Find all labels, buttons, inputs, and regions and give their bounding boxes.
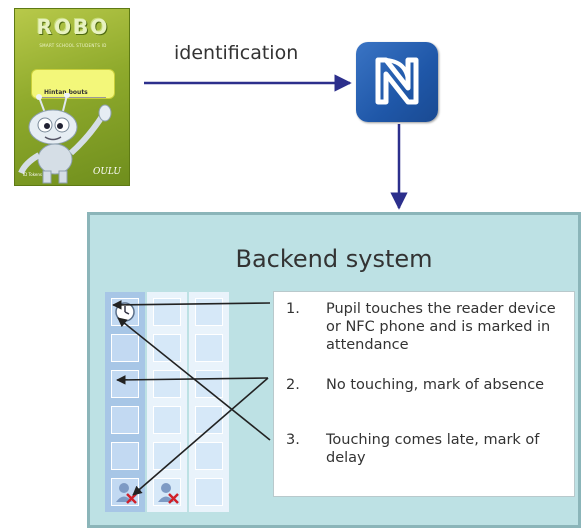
note-number: 2. [286, 377, 300, 393]
robot-mascot-icon [18, 93, 112, 184]
notes-panel: 1. Pupil touches the reader device or NF… [273, 291, 575, 497]
note-number: 3. [286, 432, 300, 448]
grid-cell [195, 334, 223, 362]
absent-user-icon [116, 483, 137, 504]
backend-title: Backend system [235, 245, 433, 273]
grid-cell [195, 298, 223, 326]
grid-cell [195, 370, 223, 398]
grid-cell [111, 406, 139, 434]
card-brand: OULU [92, 167, 121, 177]
grid-cell [153, 334, 181, 362]
card-logo: ROBO [36, 15, 110, 39]
grid-cell [111, 334, 139, 362]
grid-cell [195, 442, 223, 470]
grid-column [189, 292, 229, 512]
attendance-grid [105, 292, 229, 512]
card-subtitle: SMART SCHOOL STUDENTS ID [39, 43, 107, 48]
grid-column [147, 292, 187, 512]
grid-cell [153, 442, 181, 470]
nfc-icon [356, 42, 438, 122]
note-text: Pupil touches the reader device or NFC p… [326, 301, 556, 353]
grid-cell [153, 406, 181, 434]
backend-system-panel: Backend system [87, 212, 581, 528]
grid-cell [195, 478, 223, 506]
grid-cell [111, 370, 139, 398]
note-text: No touching, mark of absence [326, 377, 545, 393]
grid-cell [153, 370, 181, 398]
absent-user-icon [158, 483, 179, 504]
arrow-label: identification [174, 42, 299, 64]
student-id-card: ROBO SMART SCHOOL STUDENTS ID Hintan bou… [14, 8, 130, 186]
grid-cell [153, 298, 181, 326]
note-number: 1. [286, 301, 300, 317]
grid-column [105, 292, 145, 512]
clock-icon [115, 302, 135, 322]
grid-cell [195, 406, 223, 434]
note-text: Touching comes late, mark of delay [326, 432, 540, 466]
card-corner-text: ID Tokens [23, 172, 42, 177]
grid-cell [111, 442, 139, 470]
